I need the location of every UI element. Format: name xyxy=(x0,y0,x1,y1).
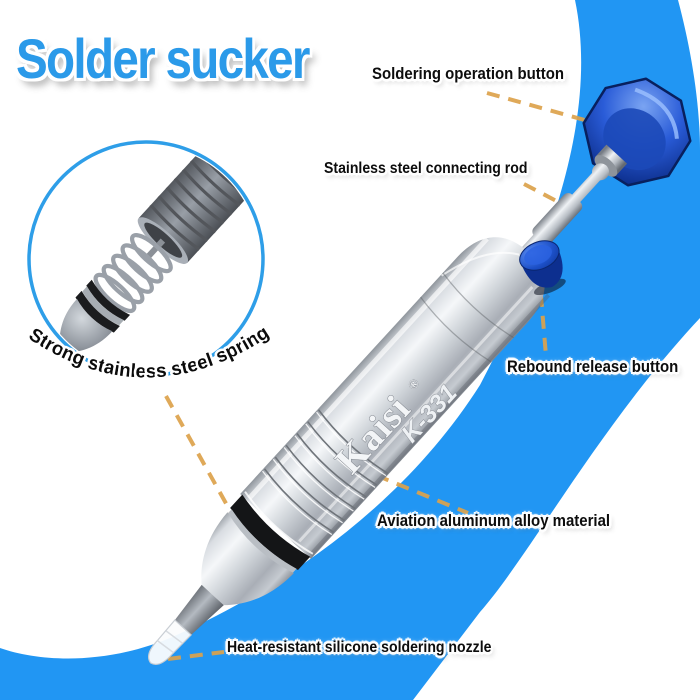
rebound-release-button xyxy=(519,240,566,296)
page-title: Solder sucker xyxy=(16,27,310,90)
o-ring-band xyxy=(230,494,311,571)
label-nozzle: Heat-resistant silicone soldering nozzle xyxy=(227,639,492,656)
label-operation-button: Soldering operation button xyxy=(372,64,564,83)
grip-grooves xyxy=(262,409,389,536)
spring-rod xyxy=(145,238,166,259)
leader-lines xyxy=(164,91,611,661)
silicone-tip xyxy=(148,619,192,665)
solder-sucker: Kaisi ® K-331 xyxy=(148,77,692,665)
label-material: Aviation aluminum alloy material xyxy=(377,511,611,530)
coil-spring xyxy=(93,232,173,314)
leader-line-spring-inset xyxy=(164,395,244,533)
nozzle-front xyxy=(148,512,294,665)
spring-inset xyxy=(27,140,265,378)
label-rebound-button: Rebound release button xyxy=(507,357,679,376)
cone-tip xyxy=(174,584,224,635)
leader-line-rebound-button xyxy=(537,271,548,357)
label-connecting-rod: Stainless steel connecting rod xyxy=(324,160,528,177)
leader-line-nozzle xyxy=(167,650,225,661)
thread-ridges xyxy=(149,150,249,251)
leader-line-connecting-rod xyxy=(523,182,567,208)
leader-line-material xyxy=(355,465,469,515)
shoulder-dome xyxy=(201,512,294,606)
tube-bore xyxy=(144,222,183,258)
barrel: Kaisi ® K-331 xyxy=(226,237,551,574)
